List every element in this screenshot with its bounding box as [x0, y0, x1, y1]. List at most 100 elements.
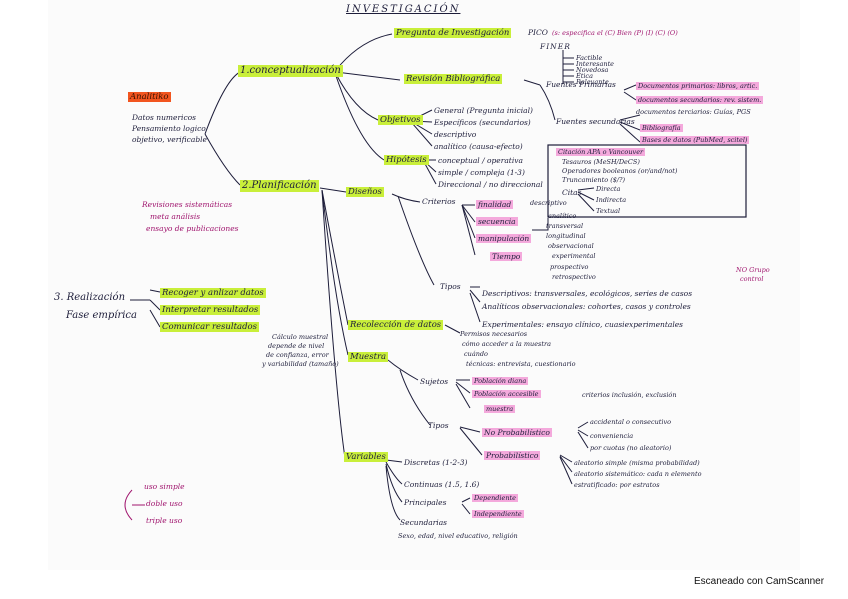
doc-item: Documentos primarios: libros, artic. — [636, 82, 760, 90]
finer-item: Factible — [576, 54, 603, 62]
muestra-note: Cálculo muestral — [272, 333, 329, 341]
realizacion-item: Recoger y anlizar datos — [160, 288, 266, 298]
muestra-note: de confianza, error — [266, 351, 329, 359]
criterio-item: Tiempo — [490, 252, 523, 261]
tipo-diseno: Experimentales: ensayo clínico, cuasiexp… — [482, 320, 684, 329]
variables-label: Variables — [344, 452, 388, 462]
recoleccion-item: Permisos necesarios — [460, 330, 528, 338]
objetivo-item: descriptivo — [434, 130, 477, 139]
sujeto-item: Población accesible — [472, 390, 541, 398]
sujeto-item: muestra — [484, 405, 516, 413]
recoleccion-item: técnicas: entrevista, cuestionario — [466, 360, 576, 368]
uso-note: doble uso — [146, 499, 183, 508]
citacion-title: Citación APA o Vancouver — [556, 148, 646, 156]
hipotesis-item: Direccional / no direccional — [438, 180, 543, 189]
tipo-diseno: Analíticos observacionales: cohortes, ca… — [482, 302, 691, 311]
pico-label: PICO — [528, 28, 548, 37]
planif-note: Revisiones sistemáticas — [142, 200, 233, 209]
prob-item: aleatorio sistemático: cada n elemento — [574, 470, 702, 478]
criterios-inclusion: criterios inclusión, exclusión — [582, 391, 677, 399]
muestra-label: Muestra — [348, 352, 389, 362]
doc-item: Bases de datos (PubMed, scitel) — [640, 136, 750, 144]
criterio-valor: descriptivo — [530, 199, 567, 207]
disenos-label: Diseños — [346, 187, 384, 197]
no-prob-item: conveniencia — [590, 432, 634, 440]
pregunta-label: Pregunta de Investigación — [394, 28, 512, 38]
scanned-sheet — [48, 0, 800, 570]
no-prob-item: por cuotas (no aleatorio) — [590, 444, 672, 452]
tipos-muestreo-label: Tipos — [428, 421, 449, 430]
planif-note: ensayo de publicaciones — [146, 224, 239, 233]
variables-sec-items: Sexo, edad, nivel educativo, religión — [398, 532, 518, 540]
criterio-valor: retrospectivo — [552, 273, 596, 281]
branch-fase-empirica: Fase empírica — [66, 310, 137, 321]
sujetos-label: Sujetos — [420, 377, 449, 386]
citas-item: Directa — [596, 185, 621, 193]
pico-text: (s: especifica el (C) Bien (P) (I) (C) (… — [552, 29, 678, 37]
sujeto-item: Población diana — [472, 377, 529, 385]
analitico-item: objetivo, verificable — [132, 135, 207, 144]
muestra-note: y variabilidad (tamaño) — [262, 360, 339, 368]
finer-item: Relevante — [576, 78, 609, 86]
variables-continuas: Continuas (1.5, 1.6) — [404, 480, 480, 489]
citas-label: Citas — [562, 188, 582, 197]
doc-item: documentos terciarios: Guías, PGS — [636, 108, 751, 116]
citas-item: Textual — [596, 207, 621, 215]
doc-item: documentos secundarios: rev. sistem. — [636, 96, 764, 104]
objetivo-item: analítico (causa-efecto) — [434, 142, 523, 151]
recoleccion-item: cómo acceder a la muestra — [462, 340, 551, 348]
scanner-footer: Escaneado con CamScanner — [694, 576, 825, 587]
criterio-item: secuencia — [476, 217, 518, 226]
realizacion-item: Comunicar resultados — [160, 322, 259, 332]
citacion-item: Truncamiento ($/?) — [562, 176, 626, 184]
uso-note: triple uso — [146, 516, 183, 525]
muestra-note: depende de nivel — [268, 342, 325, 350]
criterio-valor: longitudinal — [546, 232, 586, 240]
branch-planificacion: 2.Planificación — [240, 180, 319, 192]
variable-independiente: Independiente — [472, 510, 524, 518]
hipotesis-label: Hipótesis — [384, 155, 429, 165]
objetivo-item: General (Pregunta inicial) — [434, 106, 533, 115]
variable-dependiente: Dependiente — [472, 494, 518, 502]
revision-label: Revisión Bibliográfica — [404, 74, 503, 84]
no-probabilistico: No Probabilístico — [482, 428, 552, 437]
branch-conceptualizacion: 1.conceptualización — [238, 65, 343, 77]
citacion-item: Operadores booleanos (or/and/not) — [562, 167, 678, 175]
variables-discretas: Discretas (1-2-3) — [404, 458, 468, 467]
prob-item: aleatorio simple (misma probabilidad) — [574, 459, 700, 467]
tipo-diseno: Descriptivos: transversales, ecológicos,… — [482, 289, 693, 298]
criterio-valor: transversal — [546, 222, 584, 230]
finer-item: Novedosa — [576, 66, 609, 74]
criterio-item: finalidad — [476, 200, 514, 209]
objetivo-item: Específicos (secundarios) — [434, 118, 531, 127]
criterio-valor: observacional — [548, 242, 594, 250]
finer-item: Ética — [576, 72, 593, 80]
citas-item: Indirecta — [596, 196, 627, 204]
prob-item: estratificado: por estratos — [574, 481, 660, 489]
variables-principales: Principales — [404, 498, 447, 507]
criterio-item: manipulación — [476, 234, 532, 243]
no-grupo-note: control — [740, 275, 764, 283]
analitico-box: Analitiko — [128, 92, 171, 102]
no-grupo-note: NO Grupo — [736, 266, 770, 274]
realizacion-item: Interpretar resultados — [160, 305, 261, 315]
fuentes-primarias: Fuentes Primarias — [546, 80, 616, 89]
criterio-valor: experimental — [552, 252, 596, 260]
fuentes-secundarias: Fuentes secundarias — [556, 117, 635, 126]
analitico-item: Pensamiento logico — [132, 124, 206, 133]
objetivos-label: Objetivos — [378, 115, 423, 125]
tipos-label: Tipos — [440, 282, 461, 291]
doc-item: Bibliografía — [640, 124, 683, 132]
recoleccion-label: Recolección de datos — [348, 320, 444, 330]
finer-item: Interesante — [576, 60, 615, 68]
recoleccion-item: cuándo — [464, 350, 488, 358]
hipotesis-item: simple / compleja (1-3) — [438, 168, 525, 177]
uso-note: uso simple — [144, 482, 185, 491]
citacion-item: Tesauros (MeSH/DeCS) — [562, 158, 640, 166]
citacion-box — [547, 144, 747, 218]
criterio-valor: prospectivo — [550, 263, 589, 271]
variables-secundarias: Secundarias — [400, 518, 448, 527]
branch-realizacion: 3. Realización — [54, 292, 126, 303]
probabilistico: Probabilístico — [484, 451, 541, 460]
